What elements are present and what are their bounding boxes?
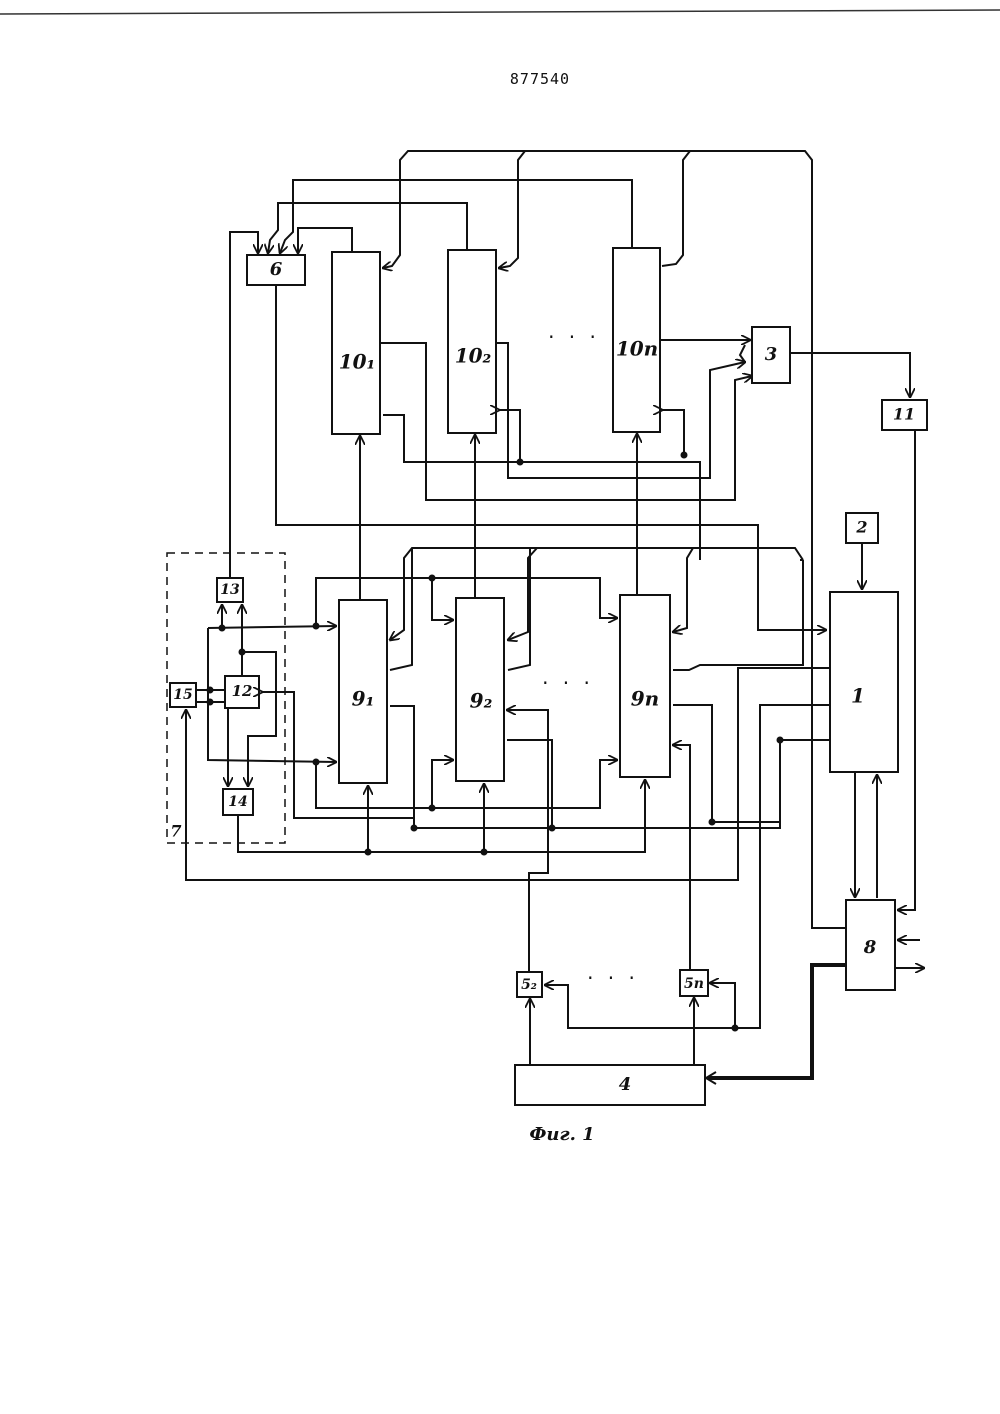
block-10-1-label: 10₁ (339, 350, 376, 374)
ellipsis-bottom-row: · · · (587, 966, 639, 990)
block-9-2-label: 9₂ (470, 689, 493, 713)
block-9-1-label: 9₁ (352, 687, 375, 711)
block-5-2-label: 5₂ (521, 977, 537, 993)
block-3-label: 3 (765, 344, 778, 365)
block-5-n-label: 5п (684, 976, 704, 992)
block-6-label: 6 (270, 259, 283, 280)
block-9-n-label: 9п (631, 687, 659, 711)
ellipsis-top-row: · · · (548, 325, 600, 349)
block-14-label: 14 (228, 794, 247, 810)
block-10-n-label: 10п (616, 337, 658, 361)
ellipsis-middle-row: · · · (542, 671, 594, 695)
block-15-label: 15 (173, 687, 192, 703)
block-4-label: 4 (619, 1074, 632, 1095)
block-2-label: 2 (855, 518, 867, 537)
block-1-label: 1 (851, 684, 865, 708)
block-10-2 (448, 250, 496, 433)
page-edge-line (0, 10, 1000, 14)
block-7-label: 7 (170, 822, 181, 841)
block-8-label: 8 (863, 937, 877, 958)
block-11-label: 11 (893, 405, 915, 424)
block-4 (515, 1065, 705, 1105)
block-10-2-label: 10₂ (455, 344, 492, 368)
connection-lines (186, 151, 924, 1084)
block-13-label: 13 (220, 582, 240, 598)
patent-number: 877540 (510, 70, 570, 88)
block-12-label: 12 (232, 682, 253, 700)
block-1 (830, 592, 898, 772)
figure-caption: Фиг. 1 (529, 1124, 594, 1145)
block-10-1 (332, 252, 380, 434)
